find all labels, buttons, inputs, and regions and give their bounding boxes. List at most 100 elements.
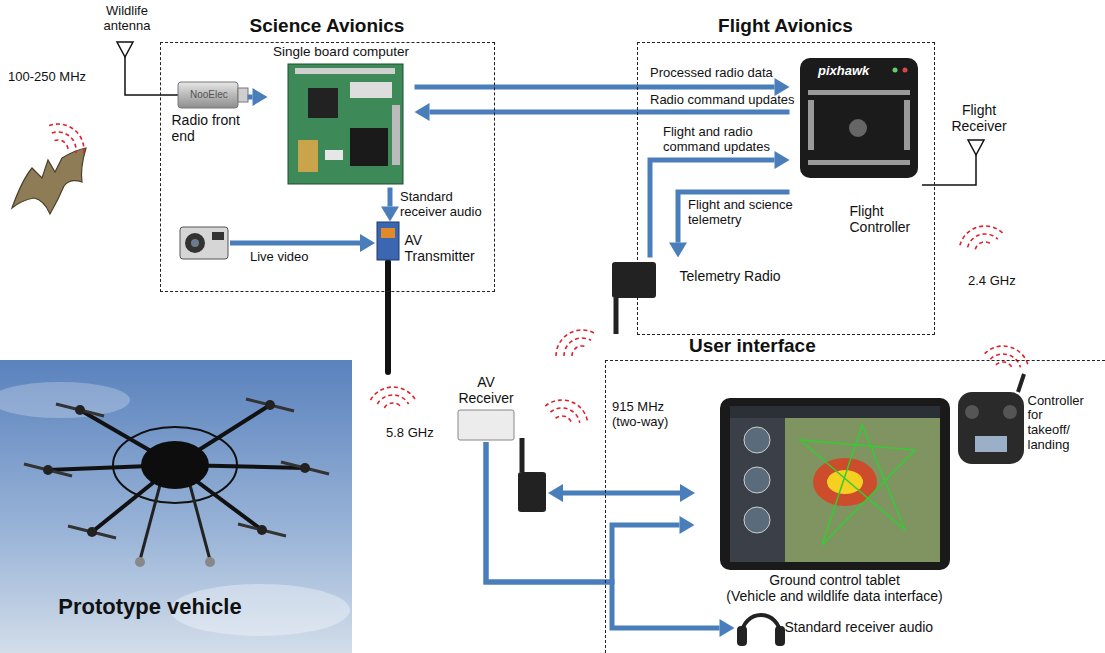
radio-link-arrow-part (548, 484, 563, 502)
node-label: Prototype vehicle (0, 594, 300, 619)
edge-label: Flight and radio command updates (663, 125, 781, 155)
radio-link-arrow-part (562, 491, 681, 496)
av-transmitter-art (377, 222, 399, 372)
signal-arrow (486, 442, 695, 582)
arrow-head (669, 243, 687, 258)
av-transmitter-art-part (377, 222, 399, 260)
vehicle-photo-art-part (24, 464, 72, 476)
video-arrow-part (230, 241, 361, 246)
av-transmitter-art-part (385, 262, 391, 372)
arrow-line (486, 442, 720, 628)
headphones-icon-part (737, 626, 747, 646)
node-label: AV Receiver (452, 374, 520, 406)
single-board-computer-art-part (350, 128, 388, 166)
arrow-line (415, 85, 775, 90)
frequency-label: 100-250 MHz (8, 70, 86, 85)
rc-controller: Controller for takeoff/ landing (952, 372, 1097, 472)
tablet-art-part (720, 398, 950, 570)
vehicle-photo-art-part (68, 526, 116, 538)
sdr-dongle-part (238, 88, 248, 102)
tablet-art-part (744, 507, 770, 533)
video-arrow-part (360, 234, 375, 252)
flight-receiver-antenna-part (968, 140, 984, 155)
vehicle-photo-art-part (238, 524, 286, 536)
arrow-head (253, 88, 268, 106)
vehicle-photo-art-part (205, 557, 215, 567)
telemetry-radio-art-part (612, 262, 656, 298)
av-receiver-art-part (458, 410, 514, 440)
tablet-art-part (827, 470, 863, 494)
node-label: AV Transmitter (405, 232, 481, 264)
node-label: Controller for takeoff/ landing (1028, 394, 1088, 454)
wave-marks-part (44, 116, 92, 161)
node-label: Single board computer (268, 44, 415, 60)
pixhawk-art (800, 58, 918, 178)
wave-marks-part (550, 322, 599, 363)
edge-label: Flight and science telemetry (688, 198, 806, 228)
frequency-label: 915 MHz (two-way) (612, 400, 676, 430)
single-board-computer-art (288, 64, 403, 184)
single-board-computer-art-part (325, 150, 343, 160)
camera-part (180, 227, 228, 259)
vehicle-photo-art-part (135, 557, 145, 567)
edge-label: Processed radio data (650, 66, 773, 81)
frequency-label: 5.8 GHz (386, 426, 434, 441)
headphones-icon-part (742, 615, 780, 634)
ground-radio-part (518, 472, 546, 512)
sdr-dongle (178, 82, 248, 108)
flight-receiver-antenna (922, 140, 984, 185)
single-board-computer-art-part (288, 64, 403, 184)
vehicle-photo-art-part (75, 405, 85, 415)
node-label: Radio front end (172, 112, 248, 144)
pixhawk-art-part (808, 90, 910, 95)
headphones-icon (737, 615, 785, 646)
antenna-label: Wildlife antenna (96, 4, 158, 34)
pixhawk-art-part (893, 68, 898, 73)
telemetry-radio-art (612, 262, 656, 334)
pixhawk-art-part (903, 68, 908, 73)
flight-receiver-antenna-part (922, 155, 976, 185)
wave-marks-part (983, 341, 1032, 373)
region-heading: Science Avionics (161, 15, 493, 37)
arrow-head (680, 516, 695, 534)
node-label: (Vehicle and wildlife data interface) (695, 588, 975, 604)
vehicle-photo-art-part (140, 485, 160, 560)
wildlife-antenna-symbol (117, 42, 178, 95)
ground-control-tablet: Ground control tablet(Vehicle and wildli… (695, 398, 975, 604)
signal-arrow (486, 442, 735, 637)
single-board-computer-art-part (350, 82, 392, 98)
camera-part (185, 233, 205, 253)
arrow-line (388, 188, 393, 207)
antenna-label: Flight Receiver (948, 102, 1010, 134)
pixhawk-art-part (808, 100, 814, 150)
rc-controller-art-part (958, 392, 1024, 464)
signal-arrow (248, 88, 268, 106)
av-transmitter-art-part (381, 228, 395, 238)
single-board-computer: Single board computer (268, 44, 415, 188)
vehicle-photo: Prototype vehicle (0, 360, 352, 653)
tablet-art-part (730, 406, 940, 418)
brand-label: pixhawk (818, 64, 869, 79)
edge-label: Radio command updates (650, 93, 795, 108)
tablet-art-part (800, 425, 915, 545)
region-heading: User interface (689, 335, 889, 357)
vehicle-photo-art (0, 360, 352, 653)
arrow-head (415, 103, 430, 121)
rc-controller-art-part (1018, 374, 1024, 392)
wave-marks-part (543, 394, 592, 429)
rc-controller-art (958, 374, 1024, 464)
signal-arrow (381, 188, 399, 222)
tablet-art-part (730, 406, 785, 562)
frequency-label: 2.4 GHz (968, 274, 1016, 289)
region-panel: Flight AvionicsFlight ControllerTelemetr… (637, 42, 935, 335)
region-heading: Flight Avionics (638, 15, 933, 37)
headphones: Standard receiver audio (735, 606, 940, 650)
flight-controller: Flight Controller (790, 55, 922, 242)
rc-controller-art-part (965, 405, 979, 419)
telemetry-radio-art-part (614, 298, 619, 334)
arrow-line (248, 95, 253, 100)
tablet-art (720, 398, 950, 570)
rc-controller-art-part (975, 436, 1007, 452)
